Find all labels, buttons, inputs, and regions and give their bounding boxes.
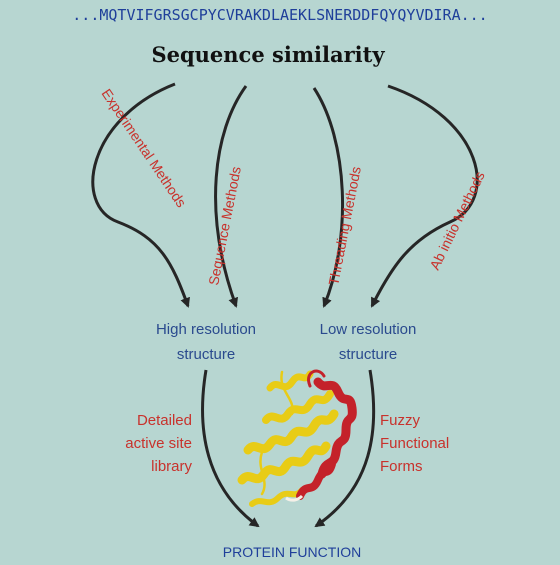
arrow-high-to-function: [201, 369, 260, 528]
right-branch-line-3: Forms: [380, 458, 423, 475]
low-resolution-line-1: Low resolution: [320, 321, 417, 338]
label-experimental-methods: Experimental Methods: [99, 86, 190, 210]
low-resolution-line-2: structure: [339, 346, 397, 363]
arrow-sequence: [214, 85, 248, 308]
left-branch-line-3: library: [151, 458, 192, 475]
title-text: Sequence similarity: [151, 42, 385, 67]
label-abinitio-methods: Ab initio Methods: [426, 169, 487, 273]
high-resolution-line-2: structure: [177, 346, 235, 363]
arrow-threading: [312, 87, 345, 308]
right-branch-line-2: Functional: [380, 435, 449, 452]
arrow-abinitio: [370, 84, 479, 308]
protein-function-label: PROTEIN FUNCTION: [223, 544, 361, 560]
protein-structure-image: [237, 369, 357, 507]
arrow-experimental: [91, 82, 190, 308]
arrow-low-to-function: [314, 369, 376, 528]
left-branch-line-1: Detailed: [137, 412, 192, 429]
label-threading-methods: Threading Methods: [325, 165, 364, 286]
high-resolution-line-1: High resolution: [156, 321, 256, 338]
left-branch-line-2: active site: [125, 435, 192, 452]
right-branch-line-1: Fuzzy: [380, 412, 421, 429]
sequence-text: ...MQTVIFGRSGCPYCVRAKDLAEKLSNERDDFQYQYVD…: [72, 6, 487, 24]
